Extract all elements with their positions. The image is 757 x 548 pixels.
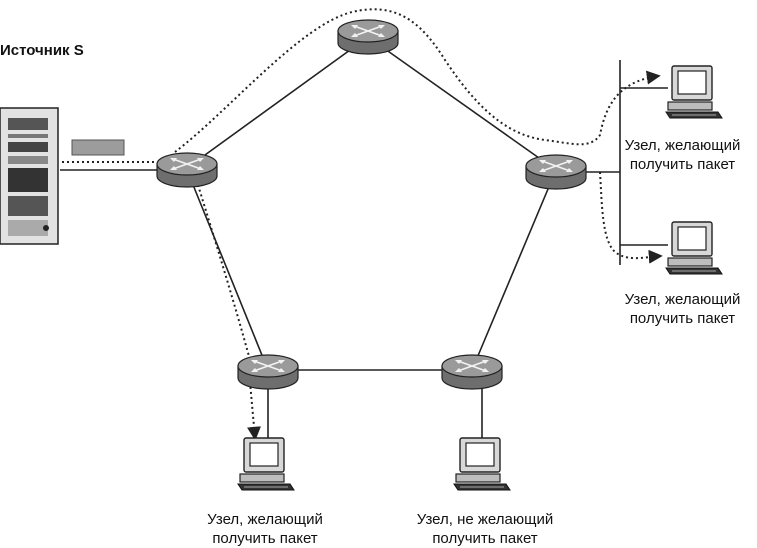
- host-label-line2: получить пакет: [629, 156, 736, 173]
- host-bottom-left-label: Узел, желающий получить пакет: [185, 510, 345, 548]
- link-r3-r5: [471, 169, 557, 371]
- network-links: [60, 36, 668, 440]
- host-right-bottom-icon: [665, 221, 723, 275]
- host-label-line1: Узел, не желающий: [416, 511, 554, 528]
- host-right-top-icon: [665, 65, 723, 119]
- host-right-top-label: Узел, желающий получить пакет: [608, 136, 757, 174]
- host-label-line2: получить пакет: [629, 310, 736, 327]
- link-r1-r4: [186, 169, 269, 371]
- source-title: Источник S: [0, 42, 84, 59]
- host-bottom-right-label: Узел, не желающий получить пакет: [395, 510, 575, 548]
- link-r1-r2: [186, 36, 369, 169]
- host-bottom-right-icon: [453, 437, 511, 491]
- host-label-line2: получить пакет: [212, 530, 318, 547]
- router-top: [337, 19, 399, 55]
- path-r1-to-r4: [197, 184, 251, 361]
- host-label-line1: Узел, желающий: [624, 137, 741, 154]
- path-r4-to-host: [247, 381, 261, 441]
- router-right: [525, 154, 587, 190]
- host-label-line1: Узел, желающий: [624, 291, 741, 308]
- router-bottom-right: [441, 354, 503, 390]
- link-r2-r3: [367, 36, 557, 171]
- path-to-right-host-bottom: [599, 171, 663, 264]
- source-server-icon: [0, 107, 59, 245]
- packet: [71, 139, 125, 156]
- host-right-bottom-label: Узел, желающий получить пакет: [608, 290, 757, 328]
- router-left: [156, 152, 218, 188]
- host-label-line1: Узел, желающий: [207, 511, 323, 528]
- router-bottom-left: [237, 354, 299, 390]
- multicast-paths: [62, 8, 663, 441]
- path-r1-to-right-hosts: [174, 8, 661, 153]
- host-label-line2: получить пакет: [432, 530, 538, 547]
- host-bottom-left-icon: [237, 437, 295, 491]
